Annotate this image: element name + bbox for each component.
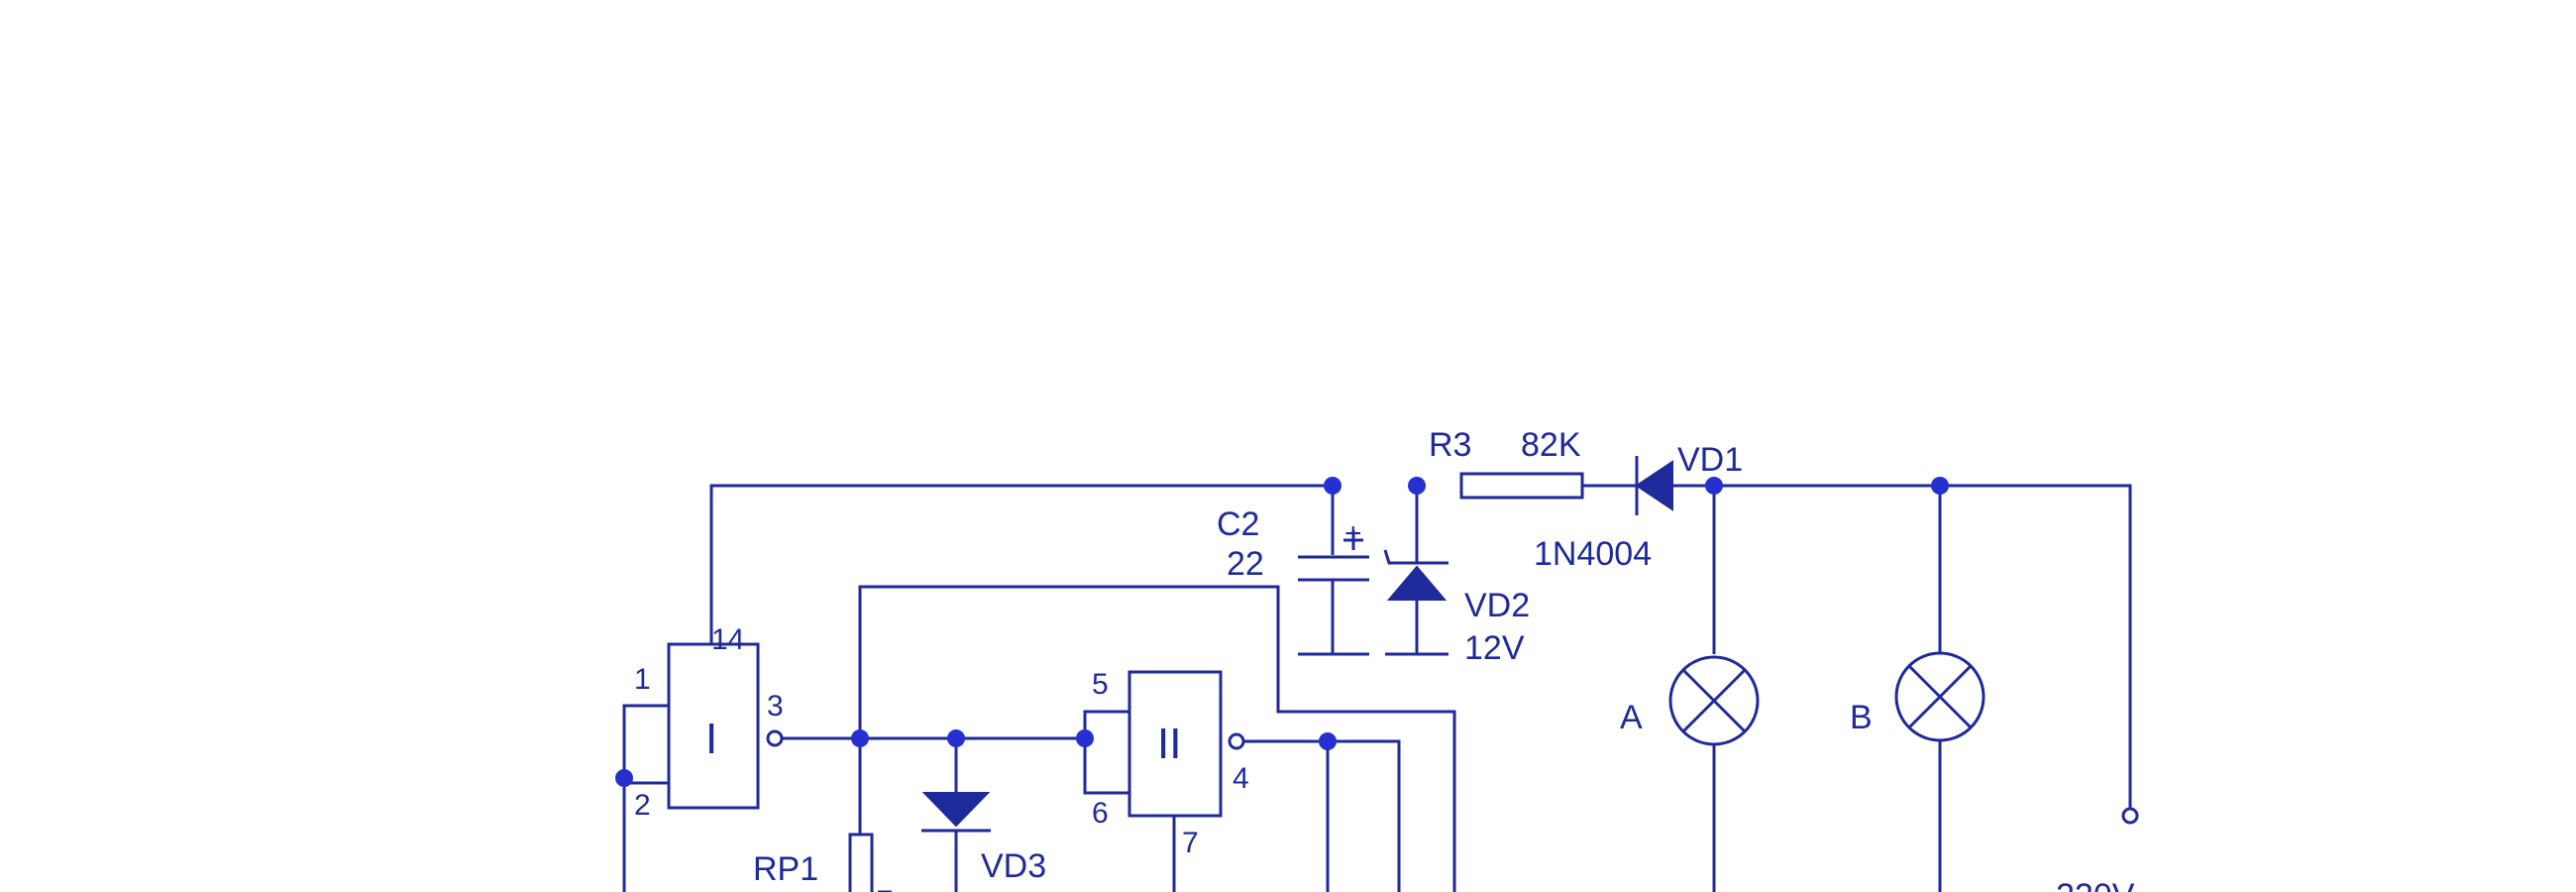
c2-polarity-label: +	[1344, 517, 1362, 550]
gate-ii-pin-4: 4	[1233, 762, 1249, 795]
vd1-part-label: 1N4004	[1534, 535, 1652, 573]
wire-gate2-inputs	[1083, 710, 1129, 795]
supply-terminal	[2121, 807, 2139, 825]
lamp-b	[1894, 486, 1986, 892]
gate-ii-pin-5: 5	[1092, 668, 1109, 701]
diode-vd1	[1635, 456, 1673, 515]
gate-i-pin-1: 1	[634, 663, 651, 696]
vd2-ref-label: VD2	[1464, 587, 1530, 624]
resistor-r3	[1459, 472, 1584, 500]
rp1-ref-label: RP1	[753, 850, 818, 888]
gate-i-label: I	[705, 715, 717, 763]
capacitor-c2	[1298, 486, 1369, 656]
zener-diode-vd2	[1383, 486, 1449, 656]
lamp-a-label: A	[1620, 699, 1643, 736]
junction-dots	[615, 477, 1949, 787]
gate-i-pin-3: 3	[767, 690, 784, 723]
vd3-ref-label: VD3	[981, 847, 1046, 885]
lamp-b-label: B	[1850, 699, 1873, 736]
gate-ii-pin-6: 6	[1092, 797, 1109, 830]
gate-i-pin-2: 2	[634, 789, 651, 822]
diode-vd3	[921, 738, 991, 892]
top-rail-wire-2	[1585, 484, 2132, 813]
gate-ii-label: II	[1157, 720, 1181, 768]
top-rail-wire	[709, 484, 1333, 491]
supply-label: 220V	[2056, 877, 2135, 892]
gate-i-pin-14: 14	[711, 623, 744, 656]
vd2-value-label: 12V	[1464, 629, 1525, 667]
gate-ii-pin-7: 7	[1182, 827, 1199, 859]
gate-i	[622, 491, 784, 892]
gate-ii	[1127, 670, 1245, 892]
c2-value-label: 22	[1227, 545, 1264, 583]
wire-gate2-out	[1243, 739, 1401, 892]
c2-ref-label: C2	[1217, 505, 1259, 543]
r3-value-label: 82K	[1521, 426, 1581, 464]
lamp-a	[1668, 486, 1760, 892]
wire-feedback	[858, 585, 1456, 892]
potentiometer-rp1	[848, 833, 892, 892]
r3-ref-label: R3	[1429, 426, 1471, 464]
vd1-ref-label: VD1	[1677, 441, 1743, 479]
